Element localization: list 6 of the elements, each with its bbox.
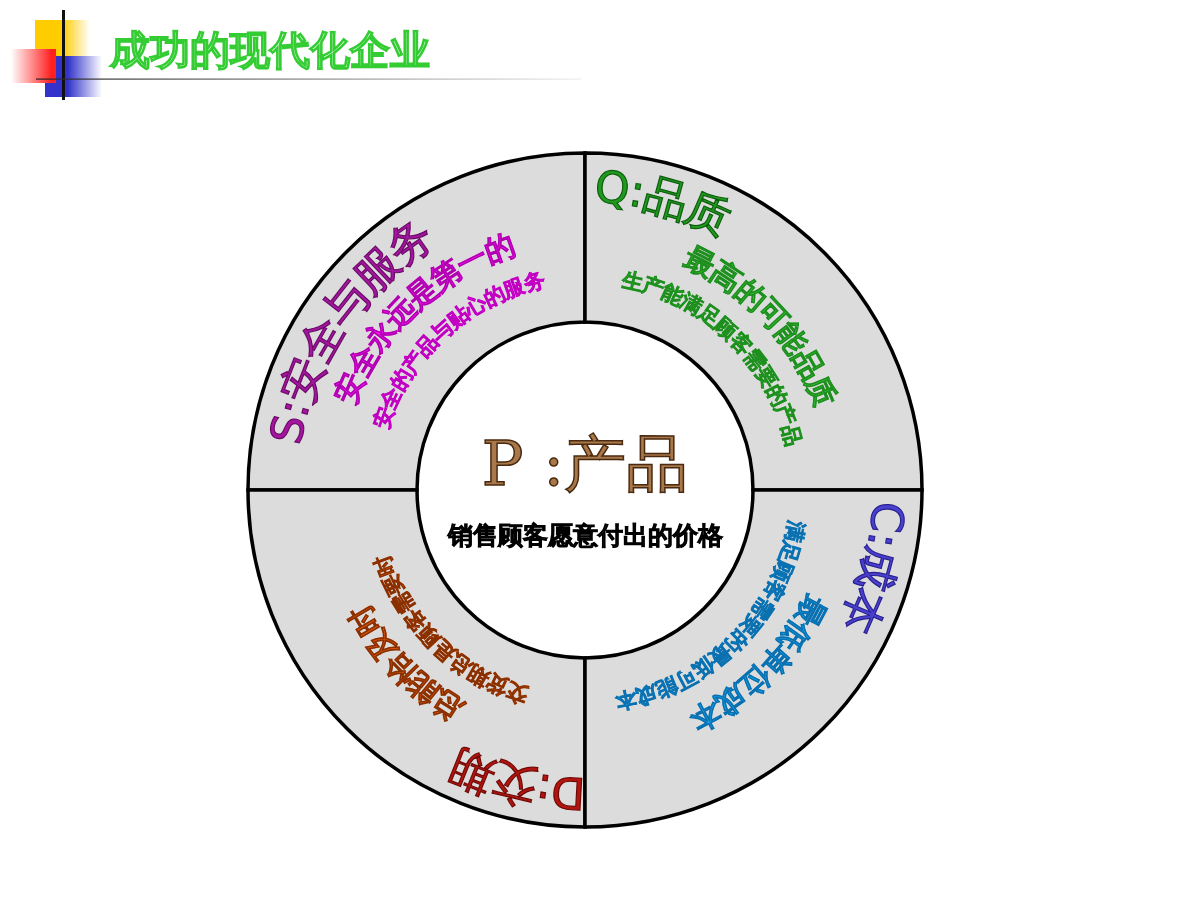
segment-heading: Q:品质 <box>592 160 739 245</box>
page-title: 成功的现代化企业 <box>110 26 430 74</box>
segment-heading: C:成本 <box>831 499 915 642</box>
center-heading: P :产品 <box>481 429 689 499</box>
center-text: 销售顾客愿意付出的价格 <box>447 521 723 551</box>
segment-heading: D:交期 <box>442 739 587 820</box>
